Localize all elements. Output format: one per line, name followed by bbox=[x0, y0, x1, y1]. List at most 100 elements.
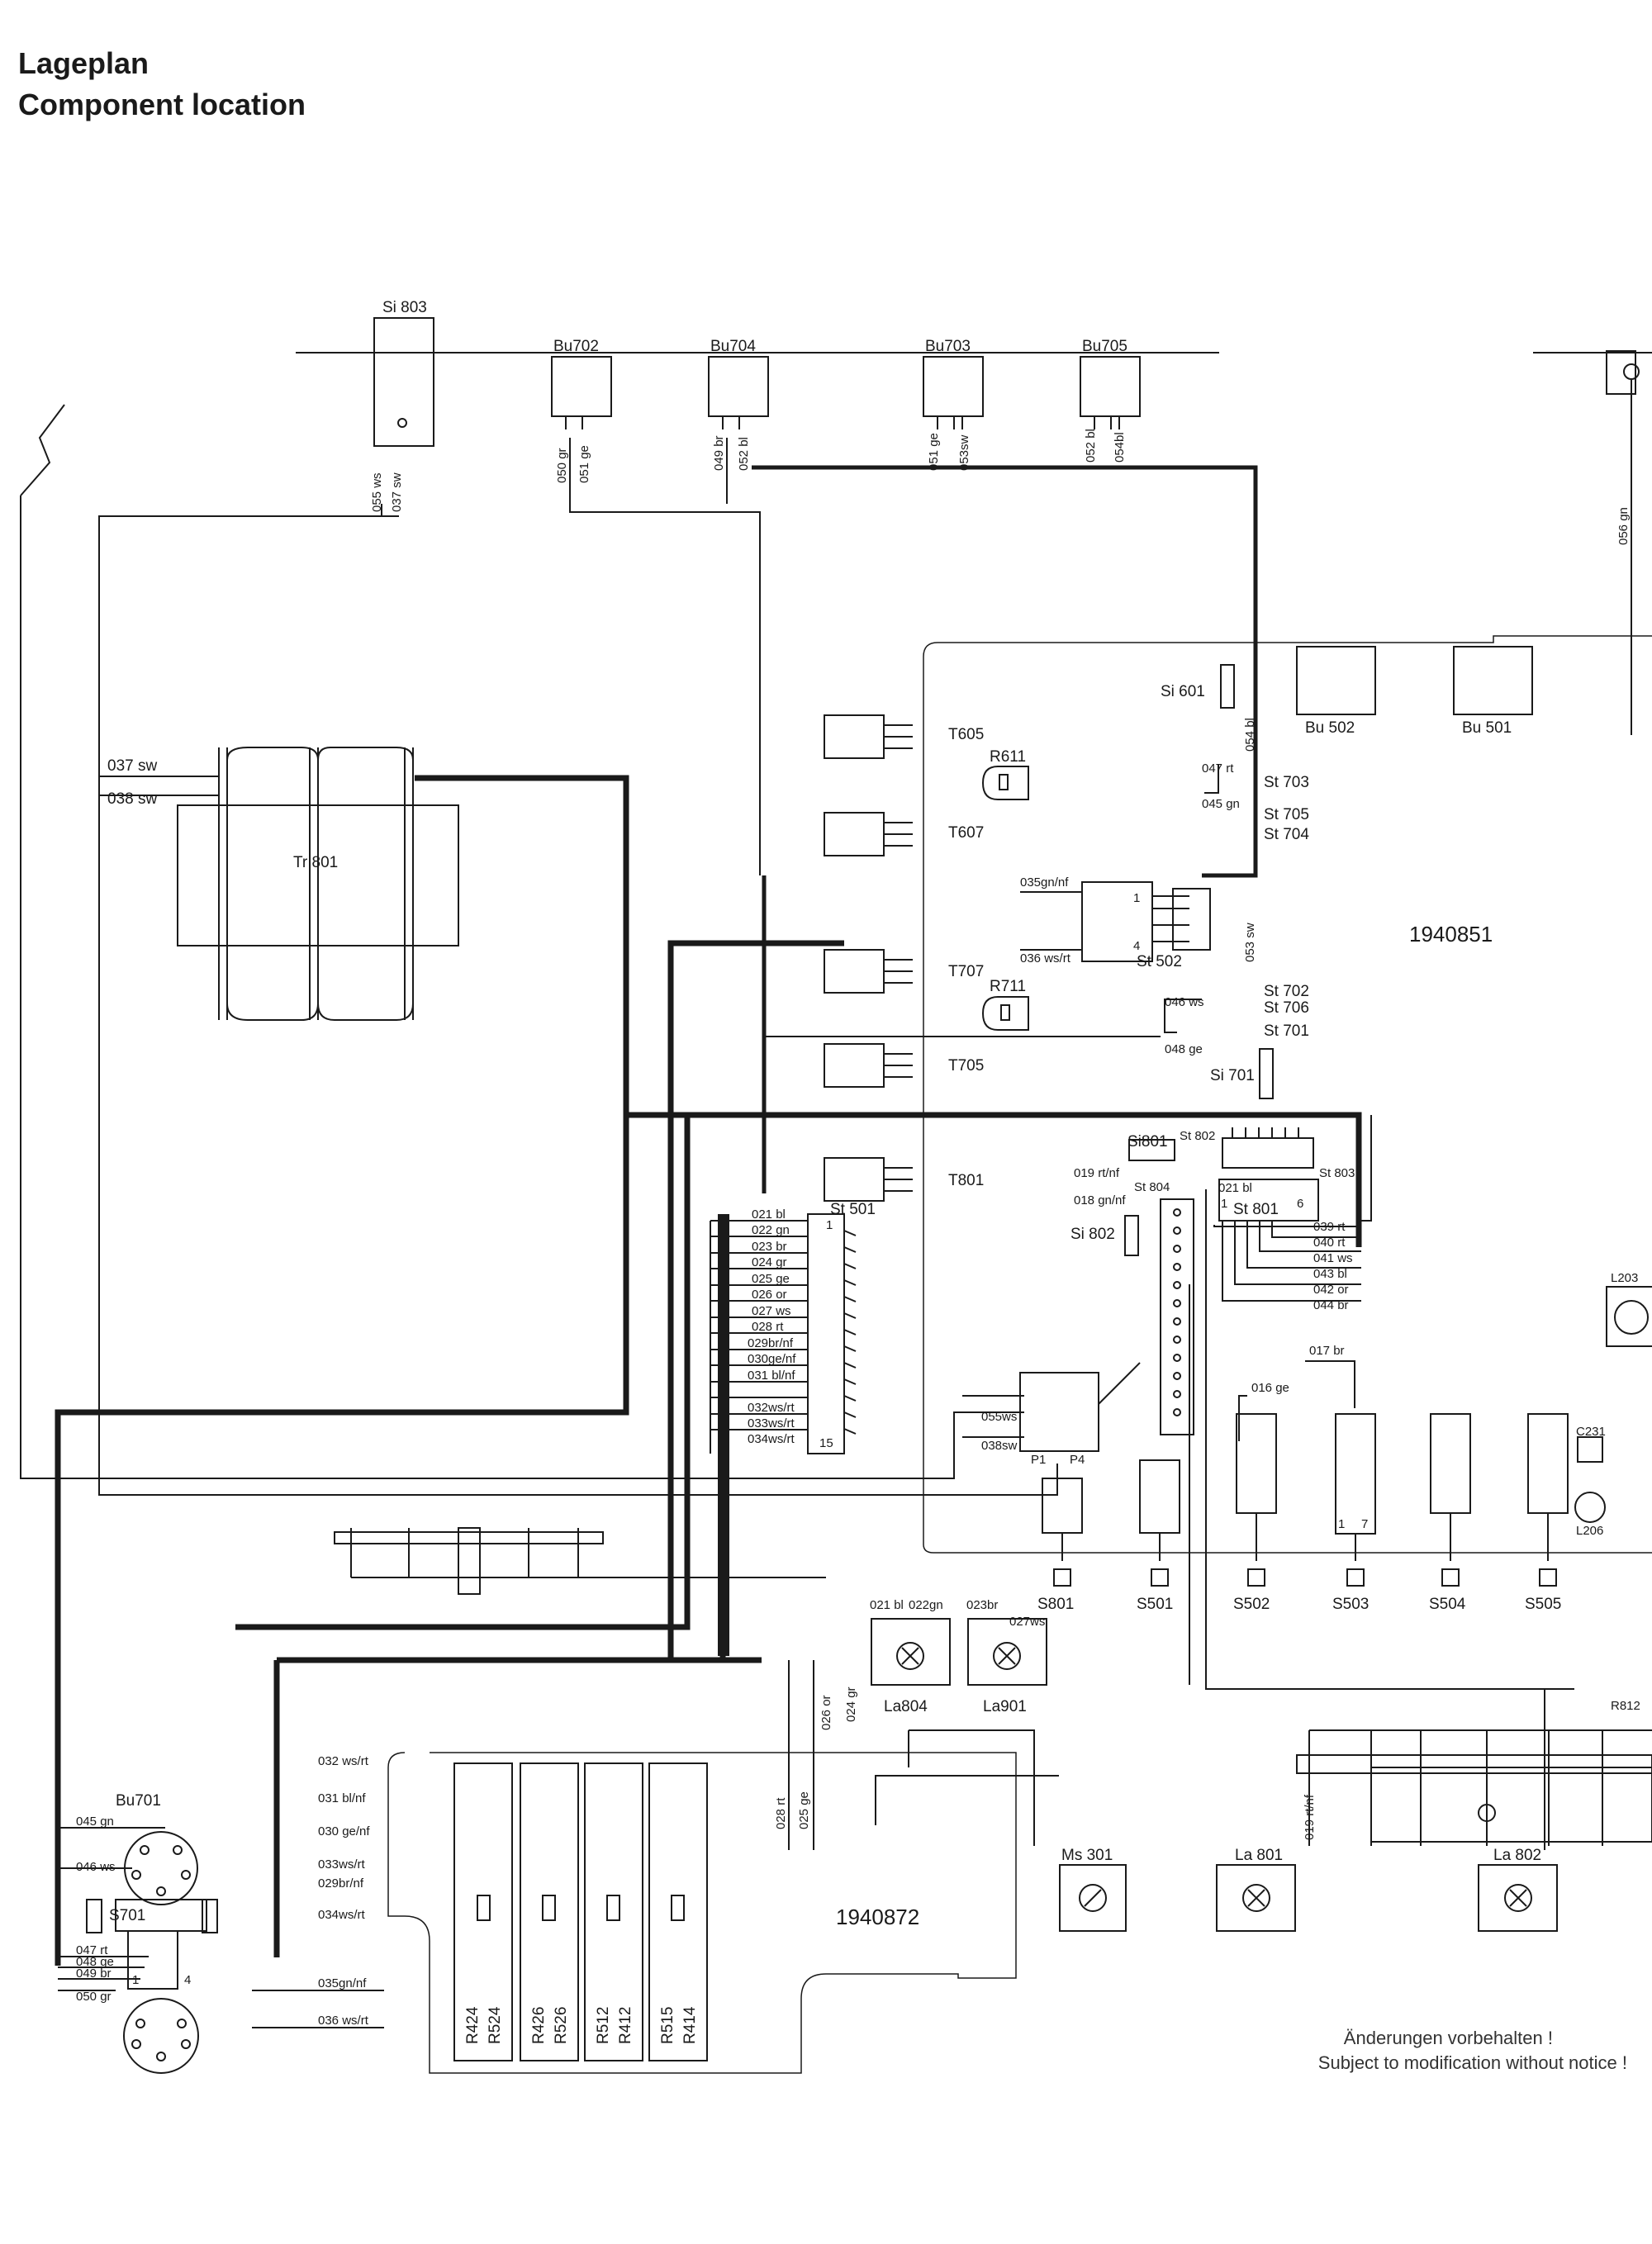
st501-wire-4: 025 ge bbox=[752, 1272, 790, 1286]
label-st704: St 704 bbox=[1264, 826, 1309, 843]
res-r412: R412 bbox=[617, 2007, 634, 2044]
lower-wire-0: 032 ws/rt bbox=[318, 1754, 369, 1768]
label-t801: T801 bbox=[948, 1172, 984, 1189]
wire-017br: 017 br bbox=[1309, 1344, 1345, 1358]
wire-tr-038sw: 038 sw bbox=[107, 790, 157, 808]
wire-048ge: 048 ge bbox=[1165, 1042, 1203, 1056]
wire-018gnnf: 018 gn/nf bbox=[1074, 1193, 1126, 1207]
wire-026or: 026 or bbox=[819, 1695, 833, 1730]
label-st703: St 703 bbox=[1264, 774, 1309, 791]
st501-pin-15: 15 bbox=[819, 1436, 833, 1450]
st501-wire-7: 028 rt bbox=[752, 1320, 784, 1334]
bu701-wire-045gn: 045 gn bbox=[76, 1815, 114, 1829]
label-t605: T605 bbox=[948, 726, 984, 743]
res-r512: R512 bbox=[595, 2007, 612, 2044]
label-r611: R611 bbox=[990, 748, 1026, 766]
board-1940851-top-edge bbox=[938, 635, 1652, 643]
label-bu502: Bu 502 bbox=[1305, 719, 1355, 737]
label-tr801: Tr 801 bbox=[293, 854, 338, 871]
label-bu704: Bu704 bbox=[710, 338, 756, 355]
lamp-wire-027ws: 027ws bbox=[1009, 1615, 1045, 1629]
wire-055ws-sw: 055ws bbox=[981, 1410, 1017, 1424]
label-s503: S503 bbox=[1332, 1596, 1369, 1613]
lamp-wire-023br: 023br bbox=[966, 1598, 998, 1612]
lower-wire-1: 031 bl/nf bbox=[318, 1791, 366, 1805]
wire-038sw-sw: 038sw bbox=[981, 1439, 1018, 1453]
res-r424: R424 bbox=[464, 2006, 482, 2044]
lower-wire-3: 033ws/rt bbox=[318, 1857, 366, 1872]
label-st701: St 701 bbox=[1264, 1022, 1309, 1040]
title-german: Lageplan bbox=[18, 46, 150, 80]
wire-051ge: 051 ge bbox=[577, 445, 591, 483]
res-r426: R426 bbox=[530, 2007, 548, 2044]
wire-tr-037sw: 037 sw bbox=[107, 757, 157, 775]
wire-047rt: 047 rt bbox=[1202, 761, 1234, 776]
lower-wire-5: 034ws/rt bbox=[318, 1908, 366, 1922]
label-s801: S801 bbox=[1037, 1596, 1074, 1613]
label-l203: L203 bbox=[1611, 1271, 1638, 1285]
st801-wire-1: 040 rt bbox=[1313, 1236, 1346, 1250]
label-la804: La804 bbox=[884, 1698, 928, 1715]
label-r812: R812 bbox=[1611, 1699, 1640, 1713]
label-si801: Si801 bbox=[1127, 1133, 1168, 1150]
label-st802: St 802 bbox=[1180, 1129, 1215, 1143]
label-r711: R711 bbox=[990, 978, 1026, 995]
wire-050gr: 050 gr bbox=[555, 448, 569, 483]
label-bu701: Bu701 bbox=[116, 1792, 161, 1810]
switch-pin-1: 1 bbox=[1338, 1517, 1345, 1531]
label-st702: St 702 bbox=[1264, 983, 1309, 1000]
lamp-wire-019rtnf: 019 rt/nf bbox=[1303, 1794, 1317, 1840]
st801-wire-0: 039 rt bbox=[1313, 1220, 1346, 1234]
st801-wire-3: 043 bl bbox=[1313, 1267, 1347, 1281]
notice-german: Änderungen vorbehalten ! bbox=[1343, 2028, 1553, 2048]
wire-054bl-b: 054 bl bbox=[1243, 718, 1257, 752]
lower-wire-035: 035gn/nf bbox=[318, 1976, 367, 1990]
wire-021bl-st: 021 bl bbox=[1218, 1181, 1252, 1195]
wire-049br: 049 br bbox=[712, 435, 726, 471]
label-bu703: Bu703 bbox=[925, 338, 971, 355]
label-si601: Si 601 bbox=[1161, 683, 1205, 700]
label-bu705: Bu705 bbox=[1082, 338, 1127, 355]
board-number-main: 1940851 bbox=[1409, 922, 1493, 946]
res-r515: R515 bbox=[659, 2007, 676, 2044]
label-t707: T707 bbox=[948, 963, 984, 980]
label-s505: S505 bbox=[1525, 1596, 1561, 1613]
wire-046ws: 046 ws bbox=[1165, 995, 1204, 1009]
label-st801: St 801 bbox=[1233, 1201, 1279, 1218]
label-c231: C231 bbox=[1576, 1425, 1606, 1439]
board-number-lower: 1940872 bbox=[836, 1905, 919, 1929]
wire-052bl-b: 052 bl bbox=[1084, 429, 1098, 463]
wire-053sw: 053sw bbox=[957, 434, 971, 471]
st501-wire-13: 034ws/rt bbox=[748, 1432, 795, 1446]
res-r526: R526 bbox=[553, 2007, 570, 2044]
wire-056gn: 056 gn bbox=[1616, 507, 1631, 545]
wire-054bl: 054bl bbox=[1113, 432, 1127, 463]
wire-051ge-b: 051 ge bbox=[927, 433, 941, 471]
wire-024gr: 024 gr bbox=[844, 1687, 858, 1722]
st501-wire-1: 022 gn bbox=[752, 1223, 790, 1237]
res-r414: R414 bbox=[681, 2006, 699, 2044]
wire-053sw-b: 053 sw bbox=[1243, 923, 1257, 962]
wire-045gn: 045 gn bbox=[1202, 797, 1240, 811]
label-bu501: Bu 501 bbox=[1462, 719, 1512, 737]
lower-wire-2: 030 ge/nf bbox=[318, 1824, 370, 1838]
wire-052bl: 052 bl bbox=[737, 437, 751, 471]
label-la802: La 802 bbox=[1493, 1847, 1541, 1864]
notice-english: Subject to modification without notice ! bbox=[1317, 2052, 1627, 2073]
label-bu702: Bu702 bbox=[553, 338, 599, 355]
lamp-wire-022gn: 022gn bbox=[909, 1598, 943, 1612]
label-la901: La901 bbox=[983, 1698, 1027, 1715]
bu701-wire-046ws: 046 ws bbox=[76, 1860, 116, 1874]
bu701-pin-1: 1 bbox=[132, 1973, 139, 1987]
wire-019rtnf: 019 rt/nf bbox=[1074, 1166, 1120, 1180]
st501-pin-1: 1 bbox=[826, 1218, 833, 1232]
lower-wire-036: 036 ws/rt bbox=[318, 2014, 369, 2028]
title-english: Component location bbox=[18, 88, 306, 121]
label-s501: S501 bbox=[1137, 1596, 1173, 1613]
label-s701: S701 bbox=[109, 1907, 145, 1924]
st501-wire-11: 032ws/rt bbox=[748, 1401, 795, 1415]
st801-pin-6: 6 bbox=[1297, 1197, 1303, 1211]
st502-pin-1: 1 bbox=[1133, 891, 1140, 905]
label-st803: St 803 bbox=[1319, 1166, 1355, 1180]
